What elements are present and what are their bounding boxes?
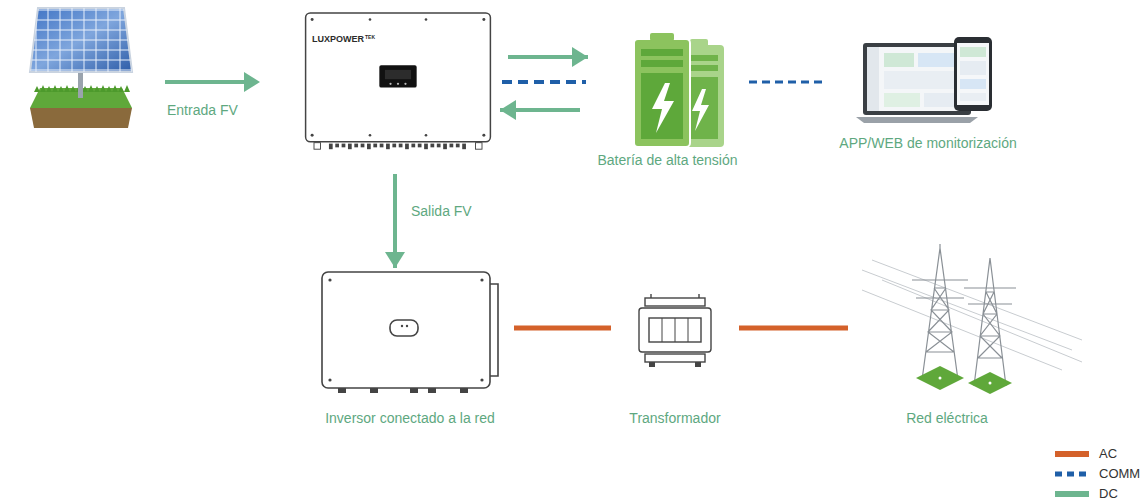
legend-line-sample bbox=[1055, 471, 1089, 477]
hybrid-inverter-art bbox=[298, 12, 498, 152]
legend-entry: AC bbox=[1055, 446, 1117, 461]
brand-text: LUXPOWER bbox=[312, 34, 364, 44]
legend-entry: DC bbox=[1055, 486, 1118, 501]
flow-connector bbox=[393, 174, 397, 268]
legend-text: AC bbox=[1099, 446, 1117, 461]
node-caption: Red eléctrica bbox=[906, 410, 988, 426]
grid-inverter-art bbox=[310, 270, 510, 426]
flow-connector bbox=[739, 326, 848, 331]
transformer: Transformador bbox=[615, 294, 735, 426]
flow-connector bbox=[502, 80, 586, 84]
flow-connector bbox=[514, 326, 611, 331]
connector-label: Salida FV bbox=[409, 203, 474, 219]
monitoring-devices-art bbox=[828, 37, 1028, 151]
power-grid-art bbox=[852, 236, 1042, 426]
legend-text: COMM bbox=[1099, 466, 1140, 481]
battery-unit-art bbox=[590, 33, 745, 168]
monitoring-devices: APP/WEB de monitorización bbox=[828, 37, 1028, 151]
legend-entry: COMM bbox=[1055, 466, 1140, 481]
battery-unit: Batería de alta tensión bbox=[590, 33, 745, 168]
legend-text: DC bbox=[1099, 486, 1118, 501]
legend-swatch bbox=[1055, 451, 1089, 457]
flow-label: Entrada FV bbox=[165, 102, 240, 118]
node-caption: Transformador bbox=[629, 410, 720, 426]
node-caption: Inversor conectado a la red bbox=[325, 410, 495, 426]
hybrid-inverter: LUXPOWERTEK bbox=[298, 12, 498, 152]
node-caption: Batería de alta tensión bbox=[597, 152, 737, 168]
transformer-art bbox=[615, 294, 735, 426]
legend-swatch bbox=[1055, 491, 1089, 497]
brand-logo: LUXPOWERTEK bbox=[312, 34, 375, 44]
node-caption: APP/WEB de monitorización bbox=[839, 135, 1016, 151]
power-grid: Red eléctrica bbox=[852, 236, 1042, 426]
flow-connector bbox=[500, 108, 580, 112]
brand-text: TEK bbox=[365, 34, 375, 40]
flow-connector bbox=[508, 55, 588, 59]
flow-connector bbox=[749, 81, 824, 84]
grid-inverter: Inversor conectado a la red bbox=[310, 270, 510, 426]
